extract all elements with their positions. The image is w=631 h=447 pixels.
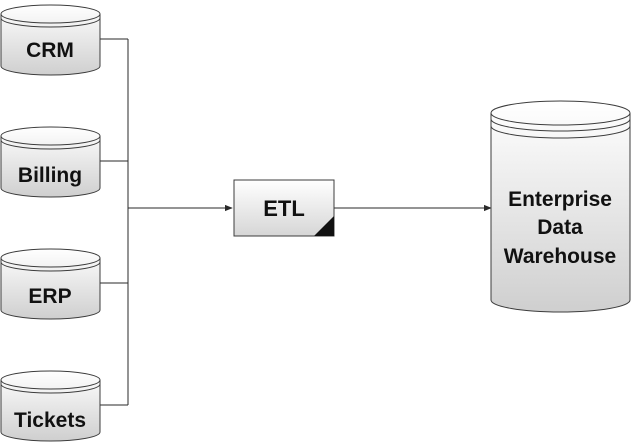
database-icon: [0, 4, 101, 76]
database-icon: [0, 370, 101, 442]
source-erp: ERP: [0, 248, 101, 320]
source-tickets: Tickets: [0, 370, 101, 442]
source-billing: Billing: [0, 126, 101, 198]
source-label: CRM: [26, 39, 74, 62]
warehouse-label-line-2: Data: [537, 216, 583, 239]
connectors: [100, 38, 492, 406]
database-icon: [0, 126, 101, 198]
etl-process: ETL: [233, 179, 335, 237]
data-warehouse: Enterprise Data Warehouse: [490, 100, 631, 313]
etl-label: ETL: [263, 196, 305, 221]
warehouse-label-line-1: Enterprise: [508, 188, 612, 211]
database-icon: [0, 248, 101, 320]
source-label: Billing: [18, 164, 82, 187]
warehouse-label-line-3: Warehouse: [504, 245, 616, 268]
database-icon: [490, 100, 631, 313]
corner-triangle-icon: [314, 216, 334, 236]
source-crm: CRM: [0, 4, 101, 76]
source-label: ERP: [28, 285, 71, 308]
process-box: [233, 179, 335, 237]
source-label: Tickets: [14, 409, 86, 432]
